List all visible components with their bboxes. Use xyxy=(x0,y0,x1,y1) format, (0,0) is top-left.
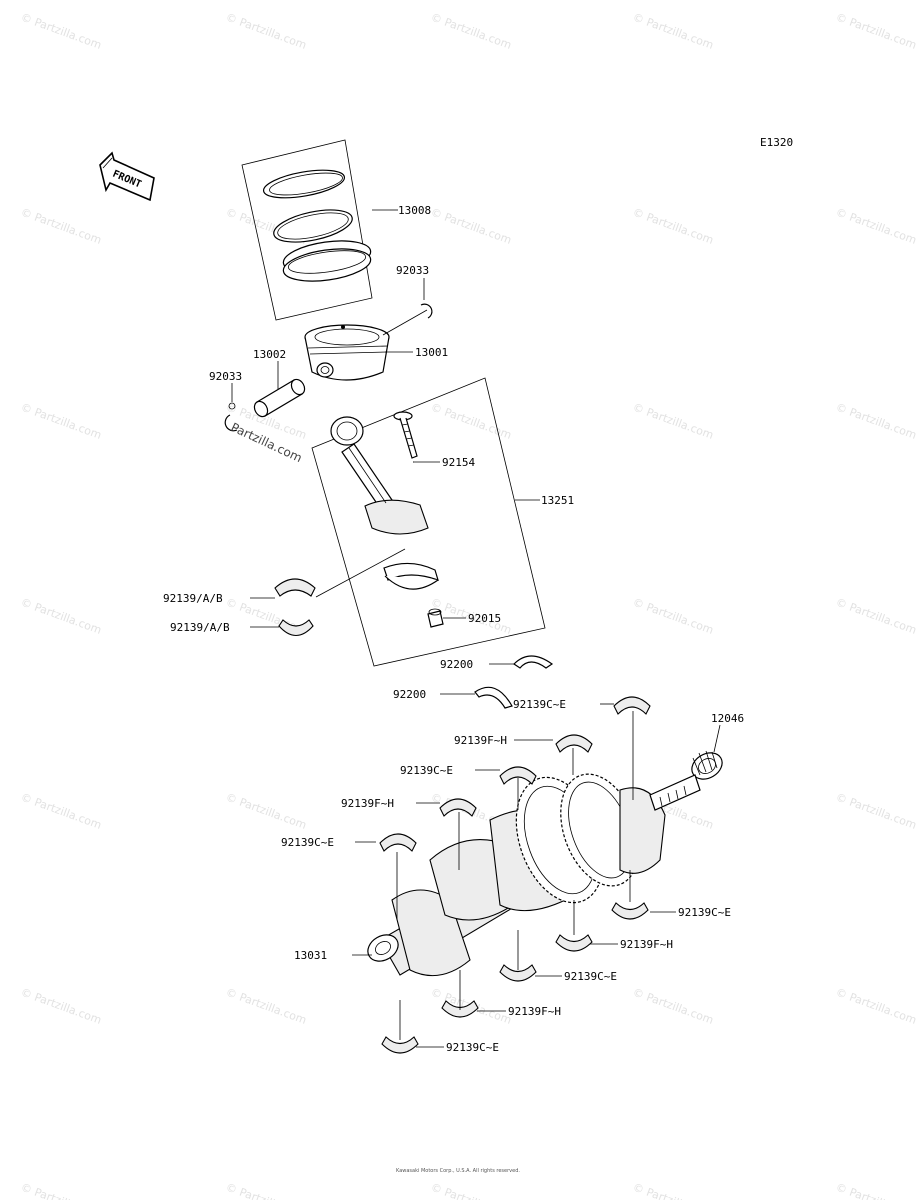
label-92139ab-1[interactable]: 92139/A/B xyxy=(163,592,223,605)
watermark-text: © Partzilla.com xyxy=(834,11,917,52)
watermark-text: © Partzilla.com xyxy=(19,401,103,442)
rod-nut-part xyxy=(427,608,444,628)
watermark-text: © Partzilla.com xyxy=(224,11,308,52)
watermark-text: © Partzilla.com xyxy=(429,1181,513,1200)
label-92139ce-r2[interactable]: 92139C~E xyxy=(564,970,617,983)
watermark-text: © Partzilla.com xyxy=(19,986,103,1027)
watermark-text: © Partzilla.com xyxy=(834,791,917,832)
watermark-text: © Partzilla.com xyxy=(224,986,308,1027)
piston-part xyxy=(304,324,390,381)
watermark-text: © Partzilla.com xyxy=(631,1181,715,1200)
thrust-washer-2-part xyxy=(474,686,513,709)
piston-ring-box xyxy=(241,139,373,321)
label-92200-2[interactable]: 92200 xyxy=(393,688,426,701)
bearing-shell xyxy=(381,1036,419,1054)
watermark-text: © Partzilla.com xyxy=(631,11,715,52)
part-labels: 13008 92033 13002 13001 92033 92154 1325… xyxy=(163,204,744,1054)
front-arrow-icon: FRONT xyxy=(99,151,155,202)
watermark-text: © Partzilla.com xyxy=(429,11,513,52)
rod-bolt-part xyxy=(393,411,418,459)
rod-bearing-2-part xyxy=(278,619,314,637)
bearing-shell xyxy=(555,934,593,952)
label-13031[interactable]: 13031 xyxy=(294,949,327,962)
rod-bearing-1-part xyxy=(274,578,316,597)
label-12046[interactable]: 12046 xyxy=(711,712,744,725)
label-92200-1[interactable]: 92200 xyxy=(440,658,473,671)
watermark-text: © Partzilla.com xyxy=(19,596,103,637)
watermark-text: © Partzilla.com xyxy=(224,1181,308,1200)
bearing-shell xyxy=(499,766,537,785)
watermark-text: © Partzilla.com xyxy=(429,206,513,247)
label-92033-left[interactable]: 92033 xyxy=(209,370,242,383)
label-92139ce-2[interactable]: 92139C~E xyxy=(400,764,453,777)
watermark-text: © Partzilla.com xyxy=(19,11,103,52)
watermark-text: © Partzilla.com xyxy=(834,596,917,637)
label-13008[interactable]: 13008 xyxy=(398,204,431,217)
label-92139fh-2[interactable]: 92139F~H xyxy=(341,797,394,810)
main-bearing-shells-left xyxy=(379,696,651,852)
circlip-right-part xyxy=(420,303,433,319)
connecting-rod-part xyxy=(330,416,429,535)
watermark-text: © Partzilla.com xyxy=(19,1181,103,1200)
label-92139ce-3[interactable]: 92139C~E xyxy=(281,836,334,849)
label-92139ce-top[interactable]: 92139C~E xyxy=(513,698,566,711)
watermark-text: © Partzilla.com xyxy=(19,791,103,832)
label-92015[interactable]: 92015 xyxy=(468,612,501,625)
copyright-note: Kawasaki Motors Corp., U.S.A. All rights… xyxy=(396,1168,520,1174)
watermark-text: © Partzilla.com xyxy=(631,206,715,247)
bearing-shell xyxy=(611,902,649,920)
watermark-text: © Partzilla.com xyxy=(834,1181,917,1200)
watermark-text: © Partzilla.com xyxy=(834,986,917,1027)
main-bearing-shells-right xyxy=(381,902,649,1054)
label-92139ce-r3[interactable]: 92139C~E xyxy=(446,1041,499,1054)
watermark-text: © Partzilla.com xyxy=(631,986,715,1027)
label-13002[interactable]: 13002 xyxy=(253,348,286,361)
bearing-shell xyxy=(379,833,417,852)
watermark-text: © Partzilla.com xyxy=(224,791,308,832)
watermark-text: © Partzilla.com xyxy=(631,401,715,442)
crankshaft-part xyxy=(367,773,701,977)
label-92139fh-r1[interactable]: 92139F~H xyxy=(620,938,673,951)
watermark-text: © Partzilla.com xyxy=(631,596,715,637)
label-92139fh-1[interactable]: 92139F~H xyxy=(454,734,507,747)
label-13251[interactable]: 13251 xyxy=(541,494,574,507)
circlip-left-part xyxy=(224,402,238,432)
needle-bearing-part xyxy=(691,750,723,780)
watermark-text: © Partzilla.com xyxy=(834,206,917,247)
label-13001[interactable]: 13001 xyxy=(415,346,448,359)
label-92154[interactable]: 92154 xyxy=(442,456,475,469)
diagram-code: E1320 xyxy=(760,136,793,149)
watermark-layer: © Partzilla.com © Partzilla.com © Partzill… xyxy=(19,11,917,1200)
bearing-shell xyxy=(499,964,537,982)
label-92139ce-r1[interactable]: 92139C~E xyxy=(678,906,731,919)
label-92033-right[interactable]: 92033 xyxy=(396,264,429,277)
connecting-rod-box xyxy=(311,377,546,667)
thrust-washer-1-part xyxy=(513,655,554,669)
piston-pin-part xyxy=(253,378,306,418)
bearing-shell xyxy=(613,696,651,715)
label-92139fh-r2[interactable]: 92139F~H xyxy=(508,1005,561,1018)
bearing-shell xyxy=(439,798,477,817)
rod-cap-part xyxy=(383,562,439,590)
watermark-text: © Partzilla.com xyxy=(429,401,513,442)
watermark-text: © Partzilla.com xyxy=(834,401,917,442)
bearing-shell xyxy=(555,734,593,753)
label-92139ab-2[interactable]: 92139/A/B xyxy=(170,621,230,634)
leader-lines xyxy=(231,209,721,1048)
watermark-text: © Partzilla.com xyxy=(19,206,103,247)
